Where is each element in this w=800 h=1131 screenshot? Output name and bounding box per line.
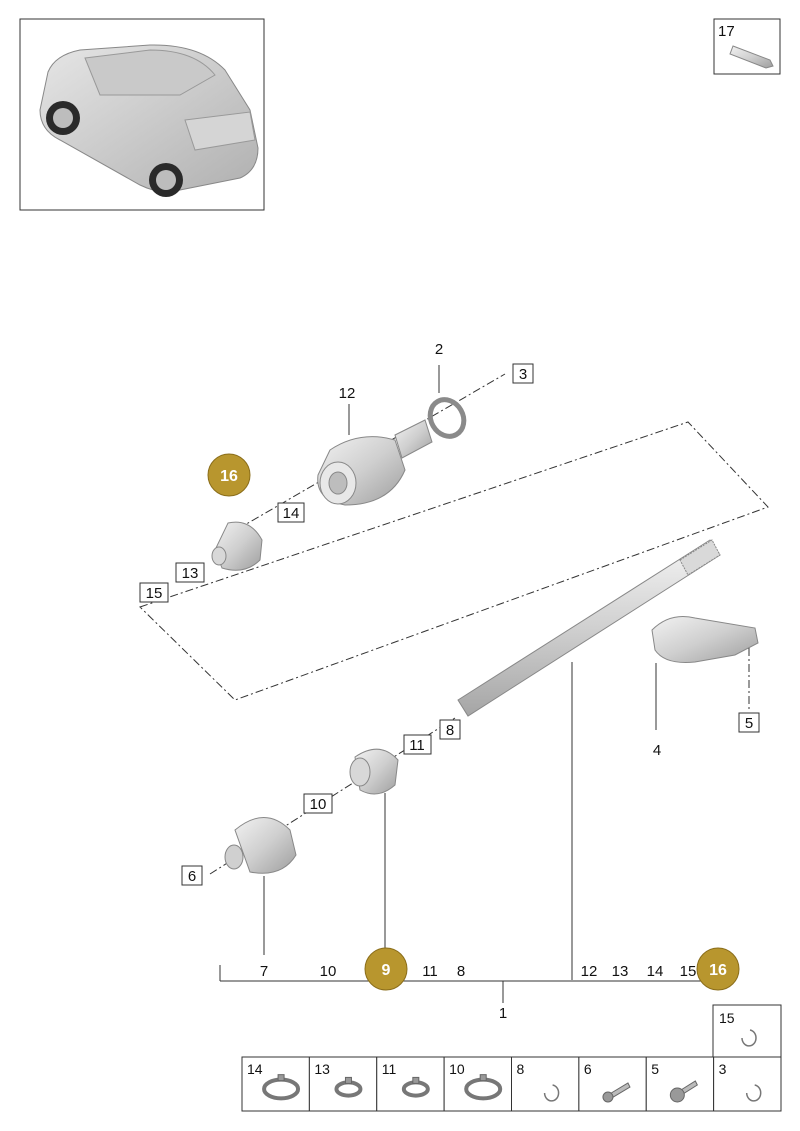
badge-16-top[interactable]: 16: [207, 453, 251, 497]
box-callout-15[interactable]: 15: [139, 582, 169, 603]
callout-2: 2: [435, 341, 443, 358]
box-callout-3[interactable]: 3: [512, 363, 534, 384]
parts-cell-3[interactable]: 3: [713, 1056, 782, 1112]
svg-text:14: 14: [283, 505, 300, 522]
svg-text:5: 5: [745, 715, 753, 732]
parts-cell-number: 13: [314, 1061, 330, 1077]
parts-cell-number: 5: [651, 1061, 659, 1077]
hose-clamp-icon: [401, 1076, 430, 1098]
parts-cell-8[interactable]: 8: [511, 1056, 580, 1112]
badge-9[interactable]: 9: [364, 947, 408, 991]
circlip-icon: [543, 1084, 560, 1102]
boot-lower[interactable]: [349, 748, 399, 795]
bracket-part-4[interactable]: [651, 616, 759, 663]
outer-joint-part-7[interactable]: [224, 817, 297, 874]
parts-table: 15 14 13 11 10 8 6 5 3: [241, 1004, 782, 1112]
parts-cell-14[interactable]: 14: [241, 1056, 310, 1112]
inset-number: 17: [718, 23, 735, 40]
flange-bolt-icon: [669, 1080, 698, 1103]
cv-joint-part-12[interactable]: [317, 419, 433, 506]
parts-cell-5[interactable]: 5: [645, 1056, 715, 1112]
parts-cell-10[interactable]: 10: [443, 1056, 512, 1112]
assembly-num: 13: [612, 963, 629, 980]
box-callout-13[interactable]: 13: [175, 562, 205, 583]
assembly-num: 15: [680, 963, 697, 980]
assembly-num: 14: [647, 963, 664, 980]
hose-clamp-icon: [334, 1076, 363, 1098]
svg-text:11: 11: [409, 737, 425, 754]
hose-clamp-icon: [262, 1074, 301, 1101]
svg-text:6: 6: [188, 868, 196, 885]
box-callout-5[interactable]: 5: [738, 712, 760, 733]
hose-clamp-icon: [464, 1074, 503, 1101]
assembly-row: 7 10 11 8 12 13 14 15: [260, 963, 697, 980]
vehicle-thumbnail: [19, 18, 265, 211]
callout-1: 1: [499, 1005, 507, 1022]
bolt-icon: [602, 1082, 631, 1103]
parts-cell-13[interactable]: 13: [308, 1056, 378, 1112]
assembly-num: 12: [581, 963, 598, 980]
svg-text:10: 10: [310, 796, 327, 813]
parts-cell-number: 8: [517, 1061, 525, 1077]
box-callout-6[interactable]: 6: [181, 865, 203, 886]
box-callout-10[interactable]: 10: [303, 793, 333, 814]
assembly-num: 8: [457, 963, 465, 980]
parts-cell-6[interactable]: 6: [578, 1056, 647, 1112]
svg-text:16: 16: [220, 468, 238, 485]
parts-cell-number: 11: [382, 1061, 397, 1077]
retaining-ring-part-2[interactable]: [424, 394, 471, 443]
svg-text:15: 15: [719, 1010, 735, 1026]
assembly-num: 10: [320, 963, 337, 980]
callout-12: 12: [339, 385, 356, 402]
circlip-icon: [745, 1084, 762, 1102]
car-icon: [39, 44, 259, 197]
svg-text:3: 3: [519, 366, 527, 383]
box-callout-14[interactable]: 14: [277, 502, 305, 523]
drive-shaft[interactable]: [457, 539, 721, 717]
parts-cell-15-top[interactable]: 15: [712, 1004, 782, 1058]
circlip-icon: [741, 1029, 757, 1047]
svg-text:15: 15: [146, 585, 163, 602]
parts-cell-number: 14: [247, 1061, 263, 1077]
svg-text:9: 9: [382, 962, 391, 979]
assembly-num: 7: [260, 963, 268, 980]
box-callout-8[interactable]: 8: [439, 719, 461, 740]
badge-16-bottom[interactable]: 16: [696, 947, 740, 991]
svg-text:13: 13: [182, 565, 199, 582]
parts-cell-number: 6: [584, 1061, 592, 1077]
inset-part-17[interactable]: 17: [713, 18, 781, 75]
svg-text:8: 8: [446, 722, 454, 739]
parts-cell-number: 3: [719, 1061, 727, 1077]
svg-text:16: 16: [709, 962, 727, 979]
tube-icon: [729, 45, 774, 69]
assembly-outline: [139, 421, 769, 701]
box-callout-11[interactable]: 11: [403, 734, 432, 755]
assembly-num: 11: [422, 963, 438, 980]
leader-lines: [219, 365, 718, 1003]
callout-4: 4: [653, 742, 661, 759]
boot-upper[interactable]: [211, 521, 263, 571]
parts-cell-number: 10: [449, 1061, 465, 1077]
parts-cell-11[interactable]: 11: [376, 1056, 445, 1112]
